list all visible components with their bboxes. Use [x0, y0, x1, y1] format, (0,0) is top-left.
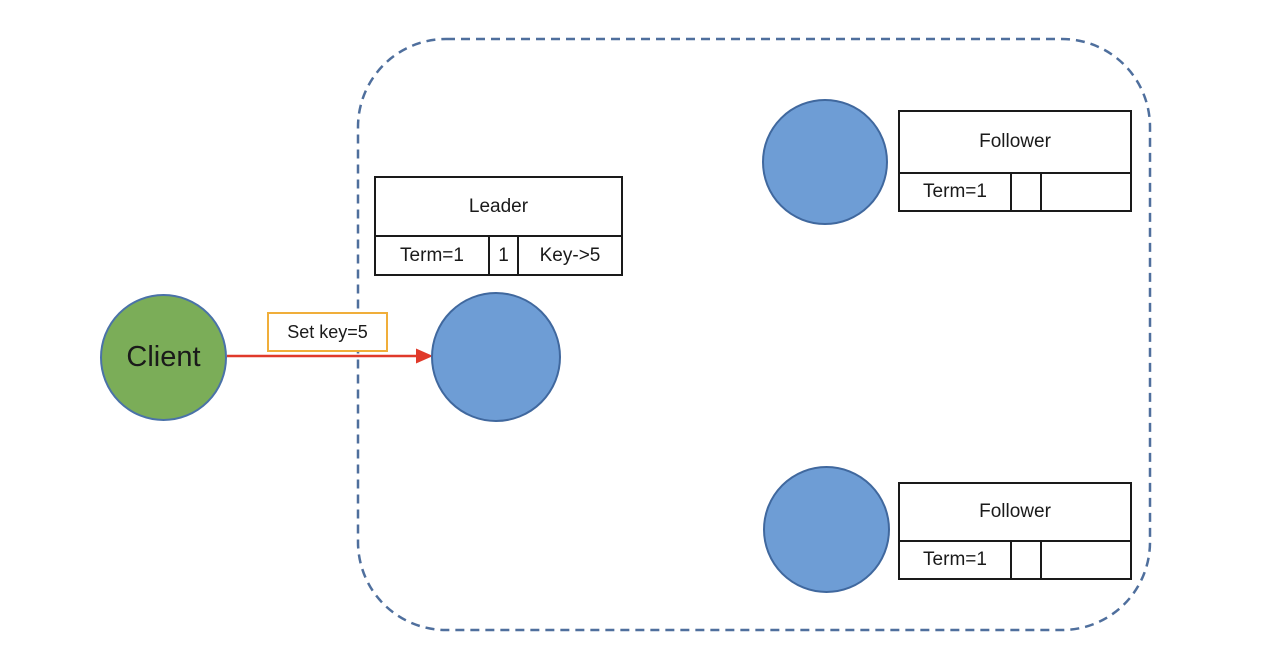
follower-term-cell: Term=1	[900, 174, 1012, 210]
leader-table-title: Leader	[376, 178, 621, 237]
leader-kv-cell: Key->5	[539, 244, 601, 266]
leader-table-row: Term=1 1 Key->5	[376, 237, 621, 274]
leader-state-table: Leader Term=1 1 Key->5	[374, 176, 623, 276]
client-label: Client	[126, 341, 201, 373]
follower-bottom-table-row: Term=1	[900, 542, 1130, 578]
client-node: Client	[100, 294, 227, 421]
follower-top-table-title: Follower	[900, 112, 1130, 174]
follower-term-cell: Term=1	[900, 542, 1012, 578]
follower-top-table-row: Term=1	[900, 174, 1130, 210]
follower-bottom-node	[763, 466, 890, 593]
leader-term-cell: Term=1	[376, 237, 490, 274]
request-arrow	[227, 348, 433, 364]
follower-kv-cell	[1042, 174, 1130, 210]
request-label: Set key=5	[287, 321, 368, 342]
follower-top-node	[762, 99, 888, 225]
leader-index-cell: 1	[490, 237, 519, 274]
follower-bottom-state-table: Follower Term=1	[898, 482, 1132, 580]
leader-node	[431, 292, 561, 422]
follower-kv-cell	[1042, 542, 1130, 578]
follower-top-state-table: Follower Term=1	[898, 110, 1132, 212]
request-label-box: Set key=5	[267, 312, 388, 352]
follower-bottom-table-title: Follower	[900, 484, 1130, 542]
follower-index-cell	[1012, 542, 1042, 578]
follower-index-cell	[1012, 174, 1042, 210]
